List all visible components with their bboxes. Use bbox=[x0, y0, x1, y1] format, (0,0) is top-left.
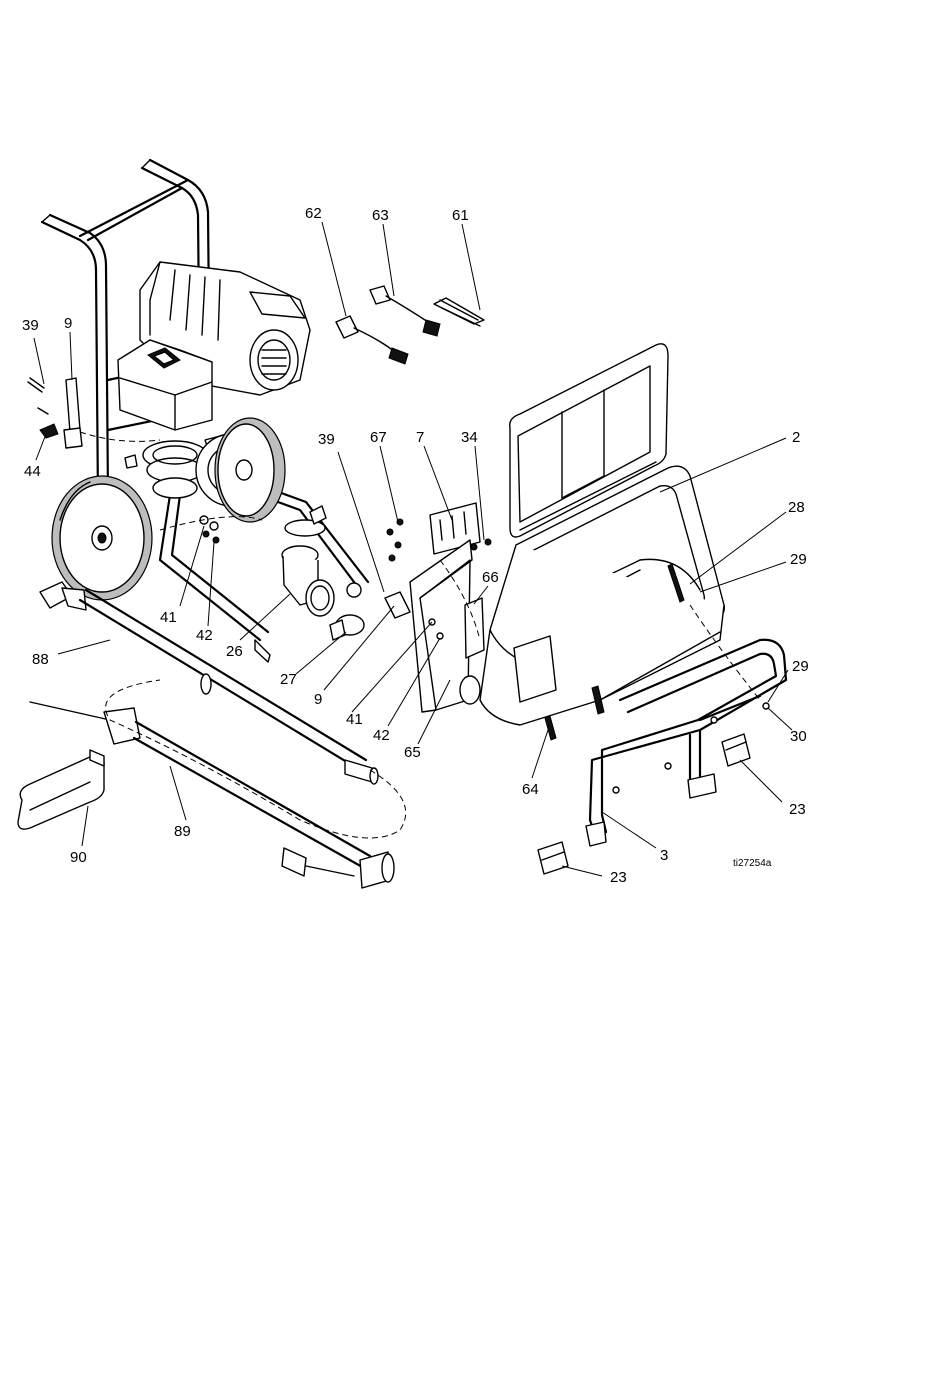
callout-42: 42 bbox=[196, 627, 213, 644]
callout-9: 9 bbox=[314, 691, 322, 708]
callout-39: 39 bbox=[22, 317, 39, 334]
callout-29: 29 bbox=[792, 658, 809, 675]
callout-2: 2 bbox=[792, 429, 800, 446]
callout-28: 28 bbox=[788, 499, 805, 516]
callout-39: 39 bbox=[318, 431, 335, 448]
callout-44: 44 bbox=[24, 463, 41, 480]
callout-63: 63 bbox=[372, 207, 389, 224]
callout-41: 41 bbox=[160, 609, 177, 626]
callout-66: 66 bbox=[482, 569, 499, 586]
callout-62: 62 bbox=[305, 205, 322, 222]
callout-65: 65 bbox=[404, 744, 421, 761]
callout-23: 23 bbox=[610, 869, 627, 886]
callout-41: 41 bbox=[346, 711, 363, 728]
callout-7: 7 bbox=[416, 429, 424, 446]
callout-42: 42 bbox=[373, 727, 390, 744]
belt-90 bbox=[18, 750, 104, 829]
callout-9: 9 bbox=[64, 315, 72, 332]
callout-30: 30 bbox=[790, 728, 807, 745]
callout-89: 89 bbox=[174, 823, 191, 840]
drawing-reference-code: ti27254a bbox=[733, 858, 772, 869]
callout-34: 34 bbox=[461, 429, 478, 446]
callout-23: 23 bbox=[789, 801, 806, 818]
callout-67: 67 bbox=[370, 429, 387, 446]
callout-29: 29 bbox=[790, 551, 807, 568]
callout-26: 26 bbox=[226, 643, 243, 660]
power-cords bbox=[336, 286, 484, 364]
callout-61: 61 bbox=[452, 207, 469, 224]
callout-88: 88 bbox=[32, 651, 49, 668]
callout-27: 27 bbox=[280, 671, 297, 688]
callout-3: 3 bbox=[660, 847, 668, 864]
callout-64: 64 bbox=[522, 781, 539, 798]
callout-90: 90 bbox=[70, 849, 87, 866]
hopper-body bbox=[460, 466, 724, 740]
